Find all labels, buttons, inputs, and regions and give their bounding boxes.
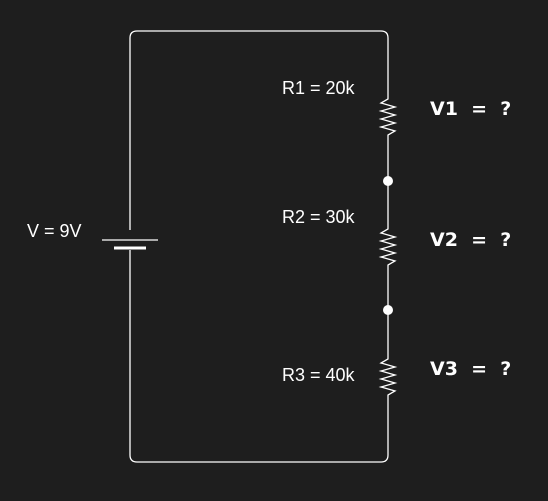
resistor-r1-label: R1 = 20k — [282, 78, 356, 98]
resistor-r1-icon — [378, 96, 398, 140]
source-voltage-label: V = 9V — [27, 221, 82, 241]
resistor-r2-icon — [378, 226, 398, 270]
battery-icon — [102, 239, 158, 250]
junction-dot-1 — [383, 176, 393, 186]
resistor-r2-label: R2 = 30k — [282, 207, 356, 227]
voltage-v3-label: V3 = ? — [430, 358, 511, 380]
voltage-v1-label: V1 = ? — [430, 98, 511, 120]
resistor-r3-icon — [378, 356, 398, 398]
junction-dot-2 — [383, 305, 393, 315]
resistor-r3-label: R3 = 40k — [282, 365, 356, 385]
voltage-v2-label: V2 = ? — [430, 229, 511, 251]
